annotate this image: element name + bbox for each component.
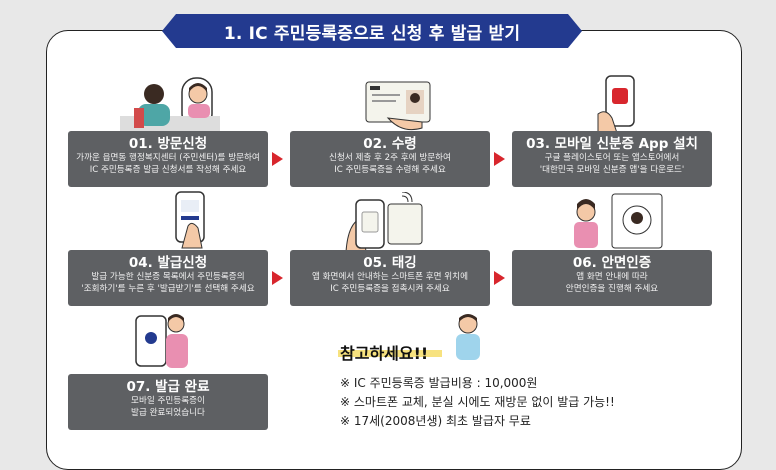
step-desc: 발급 가능한 신분증 목록에서 주민등록증의 [68,272,268,284]
step-title: 06. 안면인증 [512,254,712,272]
step-title: 01. 방문신청 [68,135,268,153]
arrow-right-icon [494,271,505,285]
step-02-receive: 02. 수령 신청서 제출 후 2주 후에 방문하여 IC 주민등록증을 수령해… [290,131,490,187]
step-desc: 앱 화면에서 안내하는 스마트폰 후면 위치에 [290,272,490,284]
step-desc: 신청서 제출 후 2주 후에 방문하여 [290,153,490,165]
step-03-install-app: 03. 모바일 신분증 App 설치 구글 플레이스토어 또는 앱스토어에서 '… [512,131,712,187]
step-06-face-auth: 06. 안면인증 앱 화면 안내에 따라 안면인증을 진행해 주세요 [512,250,712,306]
step-title: 05. 태깅 [290,254,490,272]
notes-title: 참고하세요!! [340,340,428,364]
arrow-right-icon [494,152,505,166]
step-05-tagging: 05. 태깅 앱 화면에서 안내하는 스마트폰 후면 위치에 IC 주민등록증을… [290,250,490,306]
notes-list: ※ IC 주민등록증 발급비용 : 10,000원 ※ 스마트폰 교체, 분실 … [340,374,615,431]
step-title: 03. 모바일 신분증 App 설치 [512,135,712,153]
step-desc: 가까운 읍면동 행정복지센터 (주민센터)를 방문하여 [68,153,268,165]
step-desc: 구글 플레이스토어 또는 앱스토어에서 [512,153,712,165]
guide-person-illustration [448,310,488,360]
step-04-apply: 04. 발급신청 발급 가능한 신분증 목록에서 주민등록증의 '조회하기'를 … [68,250,268,306]
step-title: 04. 발급신청 [68,254,268,272]
step-desc: 안면인증을 진행해 주세요 [512,284,712,296]
step-desc: '조회하기'를 누른 후 '발급받기'를 선택해 주세요 [68,284,268,296]
arrow-right-icon [272,271,283,285]
step-title: 02. 수령 [290,135,490,153]
step-title: 07. 발급 완료 [68,378,268,396]
step-desc: IC 주민등록증을 접촉시켜 주세요 [290,284,490,296]
step-desc: IC 주민등록증 발급 신청서를 작성해 주세요 [68,165,268,177]
face-recognition-illustration [566,192,666,252]
step-desc: 앱 화면 안내에 따라 [512,272,712,284]
step-07-complete: 07. 발급 완료 모바일 주민등록증이 발급 완료되었습니다 [68,374,268,430]
note-item: ※ 스마트폰 교체, 분실 시에도 재방문 없이 발급 가능!! [340,393,615,412]
issuance-complete-illustration [132,310,192,372]
phone-select-illustration [168,190,218,252]
step-desc: 발급 완료되었습니다 [68,408,268,420]
note-item: ※ 17세(2008년생) 최초 발급자 무료 [340,412,615,431]
step-desc: 모바일 주민등록증이 [68,396,268,408]
visit-counter-illustration [120,76,220,134]
nfc-tagging-illustration [344,192,430,254]
id-card-hand-illustration [362,78,442,134]
phone-app-illustration [596,74,646,136]
step-desc: '대한민국 모바일 신분증 앱'을 다운로드' [512,165,712,177]
arrow-right-icon [272,152,283,166]
step-desc: IC 주민등록증을 수령해 주세요 [290,165,490,177]
step-01-visit: 01. 방문신청 가까운 읍면동 행정복지센터 (주민센터)를 방문하여 IC … [68,131,268,187]
note-item: ※ IC 주민등록증 발급비용 : 10,000원 [340,374,615,393]
page-title-banner: 1. IC 주민등록증으로 신청 후 발급 받기 [176,14,568,48]
